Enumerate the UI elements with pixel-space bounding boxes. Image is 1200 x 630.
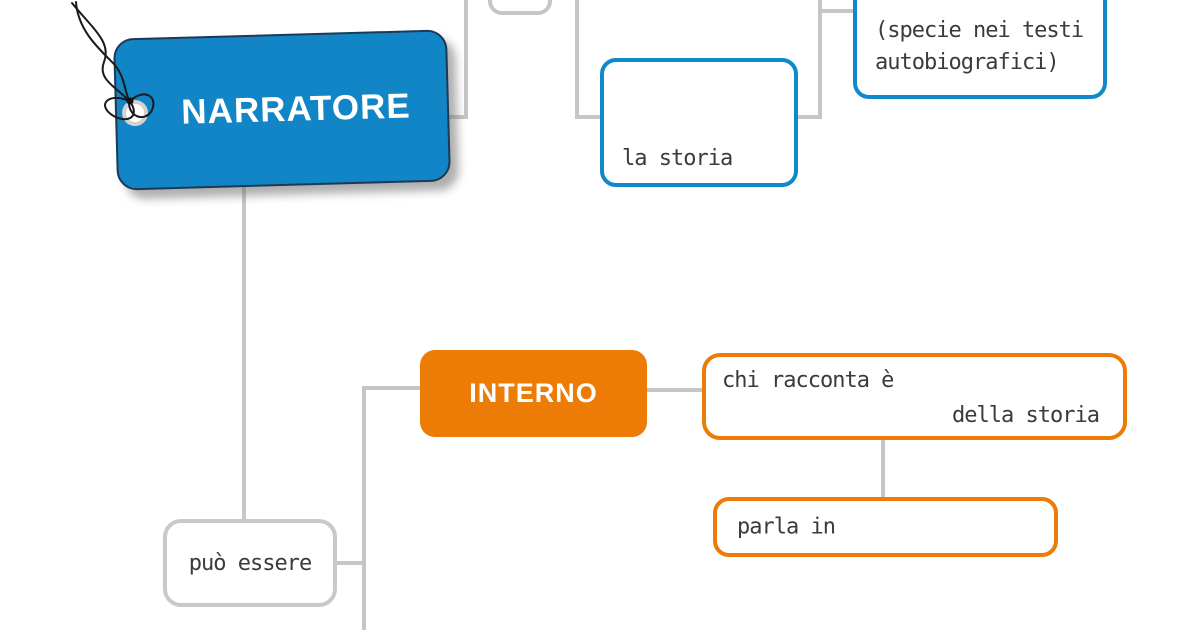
connector-top-to-tag-vertical: [464, 0, 468, 119]
node-chi-racconta-line1: chi racconta è: [722, 368, 894, 393]
node-interno: INTERNO: [420, 350, 647, 437]
connector-tag-right: [440, 115, 468, 119]
node-la-storia-label: la storia: [622, 146, 733, 171]
connector-lastoria-left: [575, 115, 605, 119]
node-parla-in: parla in: [713, 497, 1058, 557]
connector-chiracconta-to-parlain: [881, 436, 885, 500]
node-specie-nei-testi: (specie nei testi autobiografici): [853, 0, 1107, 99]
connector-interno-to-chiracconta: [644, 388, 706, 392]
node-la-storia: la storia: [600, 58, 798, 187]
connector-tag-to-puoessere: [242, 180, 246, 522]
tag-grommet: [122, 100, 148, 126]
node-specie-line1: (specie nei testi: [875, 18, 1084, 43]
connector-lastoria-right: [794, 115, 822, 119]
connector-trunk-to-interno: [362, 386, 424, 390]
node-chi-racconta: chi racconta è della storia: [702, 353, 1127, 440]
connector-specie-vertical: [818, 0, 822, 119]
node-puo-essere-label: può essere: [188, 550, 312, 576]
node-partial-top: [488, 0, 552, 15]
node-specie-line2: autobiografici): [875, 50, 1060, 75]
node-puo-essere: può essere: [163, 519, 337, 607]
node-parla-in-label: parla in: [737, 514, 836, 540]
connector-specie-branch: [818, 9, 858, 13]
node-chi-racconta-line2: della storia: [952, 403, 1100, 428]
connector-trunk-vertical: [362, 386, 366, 630]
connector-puoessere-to-trunk: [334, 561, 366, 565]
connector-top-to-lastoria-vertical: [575, 0, 579, 119]
node-interno-label: INTERNO: [469, 378, 598, 408]
tag-string: [71, 1, 155, 121]
